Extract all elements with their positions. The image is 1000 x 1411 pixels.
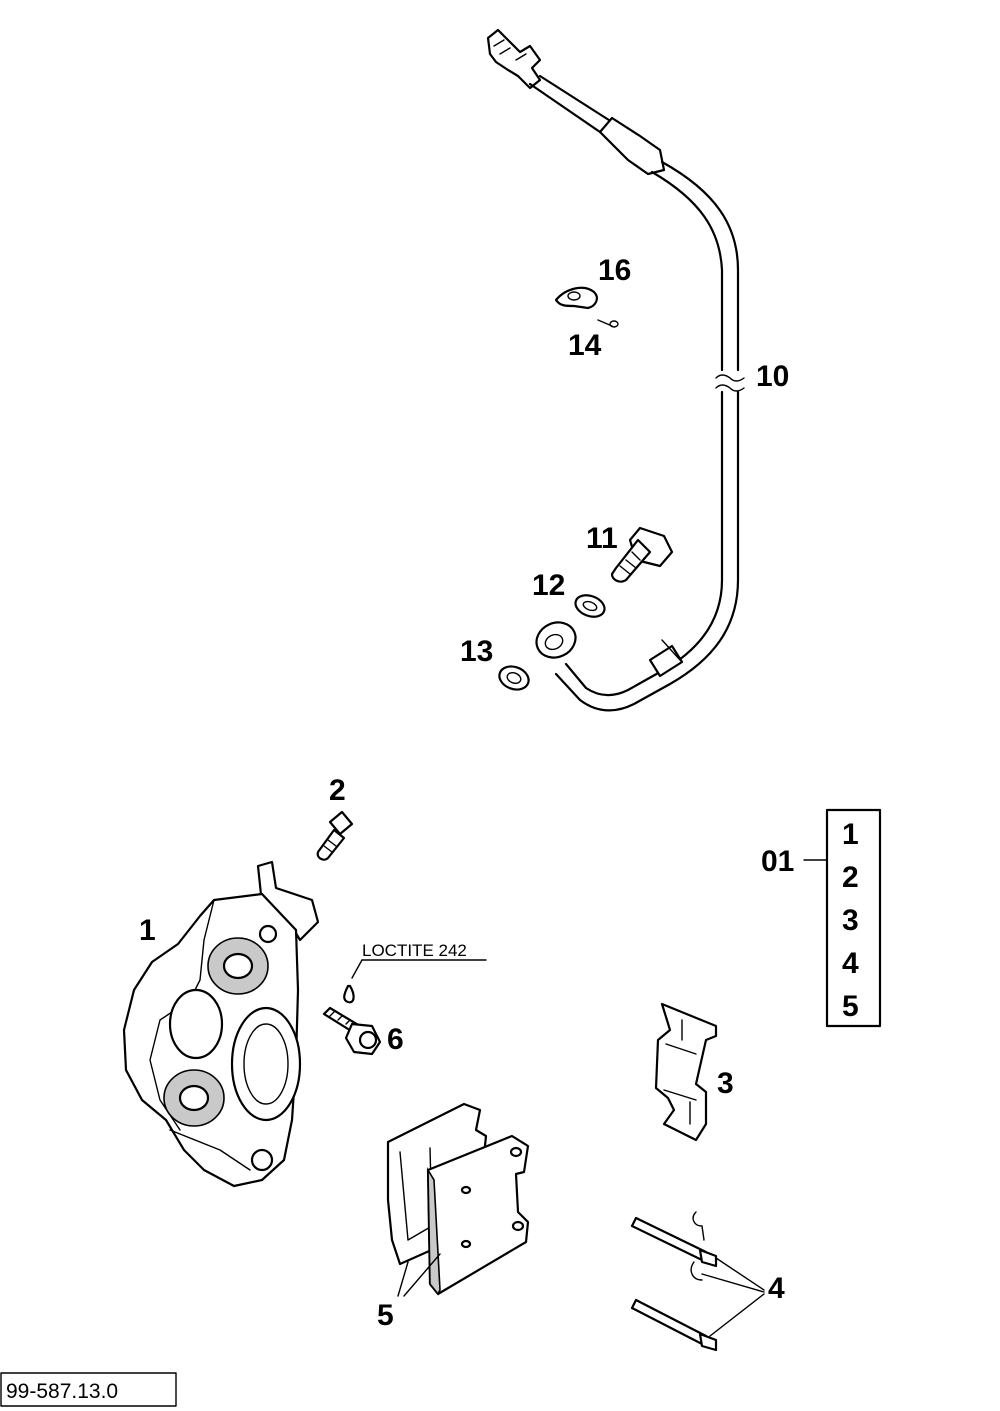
callout-10: 10 xyxy=(756,360,789,393)
callout-4: 4 xyxy=(768,1272,785,1305)
pad-spring xyxy=(654,1002,718,1142)
caliper-bolt xyxy=(322,1006,382,1056)
washer-upper xyxy=(574,594,606,618)
document-id-box: 99-587.13.0 xyxy=(0,1372,177,1407)
brake-line xyxy=(486,28,745,712)
brake-pads xyxy=(386,1102,530,1296)
callout-6: 6 xyxy=(387,1023,404,1056)
document-id: 99-587.13.0 xyxy=(6,1380,118,1403)
brake-caliper xyxy=(122,860,320,1188)
callout-11: 11 xyxy=(586,522,618,555)
kit-item: 5 xyxy=(842,990,859,1023)
pad-pins xyxy=(630,1211,718,1352)
washer-lower xyxy=(498,665,530,691)
callout-2: 2 xyxy=(329,774,346,807)
banjo-bolt xyxy=(610,526,674,583)
callout-13: 13 xyxy=(460,635,493,668)
callout-14: 14 xyxy=(568,329,602,362)
leader-lines xyxy=(397,1253,765,1337)
callout-16: 16 xyxy=(598,254,631,287)
kit-label: 01 xyxy=(761,845,794,878)
kit-box xyxy=(803,808,882,1028)
kit-item: 3 xyxy=(842,904,859,937)
hose-clamp xyxy=(554,286,598,310)
loctite-label: LOCTITE 242 xyxy=(362,941,467,960)
kit-item: 4 xyxy=(842,947,859,980)
kit-item: 2 xyxy=(842,861,859,894)
callout-5: 5 xyxy=(377,1299,394,1332)
clamp-screw xyxy=(597,319,619,328)
callout-1: 1 xyxy=(139,914,156,947)
bleeder-screw xyxy=(316,810,354,861)
kit-item: 1 xyxy=(842,818,859,851)
callout-12: 12 xyxy=(532,569,565,602)
loctite-note: LOCTITE 242 xyxy=(343,941,487,1004)
callout-3: 3 xyxy=(717,1067,734,1100)
callout-labels: 16 14 10 11 12 13 2 1 6 3 4 5 01 1 2 3 4… xyxy=(139,254,859,1332)
